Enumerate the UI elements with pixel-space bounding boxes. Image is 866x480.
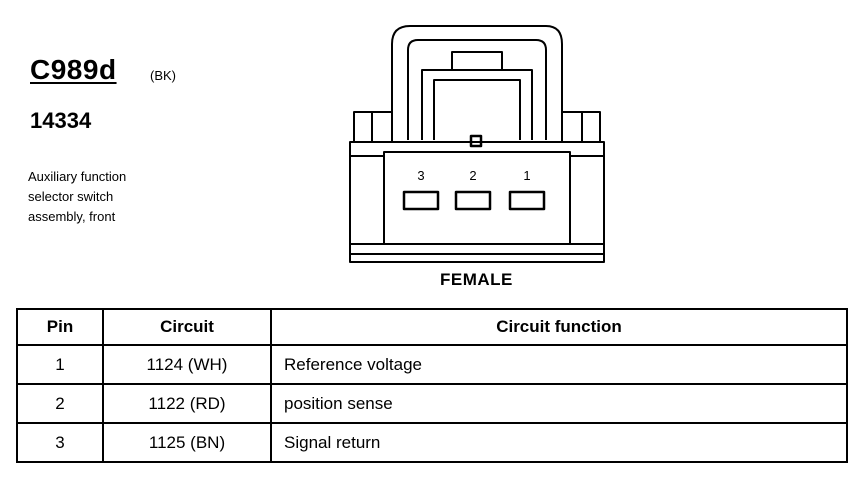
latch-inner	[407, 39, 547, 140]
latch-outer	[391, 25, 563, 140]
cell-pin: 2	[16, 383, 104, 424]
cavity-number-3: 3	[417, 168, 424, 183]
cell-function: position sense	[270, 383, 848, 424]
latch-tongue-inner	[433, 79, 521, 140]
cavity-3	[402, 190, 440, 211]
connector-face-drawing: 3 2 1	[349, 25, 605, 263]
description-line: assembly, front	[28, 209, 116, 224]
table-row: 1 1124 (WH) Reference voltage	[16, 344, 848, 385]
cell-function: Signal return	[270, 422, 848, 463]
header-pin: Pin	[16, 308, 104, 346]
connector-flange	[349, 253, 605, 263]
part-number: 14334	[30, 108, 92, 133]
key-marker	[469, 134, 483, 148]
cell-circuit: 1122 (RD)	[102, 383, 272, 424]
table-row: 3 1125 (BN) Signal return	[16, 422, 848, 463]
connector-gender-label: FEMALE	[440, 270, 513, 289]
cavity-2	[454, 190, 492, 211]
connector-id: C989d	[30, 54, 117, 85]
cavity-number-2: 2	[469, 168, 476, 183]
cell-function: Reference voltage	[270, 344, 848, 385]
table-header-row: Pin Circuit Circuit function	[16, 308, 848, 346]
description-line: Auxiliary function	[28, 169, 127, 184]
cavity-1	[508, 190, 546, 211]
connector-inner-face	[383, 151, 571, 245]
latch-top-slot	[451, 51, 503, 71]
pinout-table: Pin Circuit Circuit function 1 1124 (WH)…	[16, 308, 848, 463]
description-line: selector switch	[28, 189, 114, 204]
cell-pin: 3	[16, 422, 104, 463]
cavity-number-1: 1	[523, 168, 530, 183]
header-circuit: Circuit	[102, 308, 272, 346]
connector-description: Auxiliary function selector switch assem…	[28, 167, 198, 227]
cell-circuit: 1124 (WH)	[102, 344, 272, 385]
cell-pin: 1	[16, 344, 104, 385]
cell-circuit: 1125 (BN)	[102, 422, 272, 463]
header-circuit-function: Circuit function	[270, 308, 848, 346]
connector-color-code: (BK)	[150, 68, 176, 83]
table-row: 2 1122 (RD) position sense	[16, 383, 848, 424]
connector-housing	[349, 141, 605, 255]
